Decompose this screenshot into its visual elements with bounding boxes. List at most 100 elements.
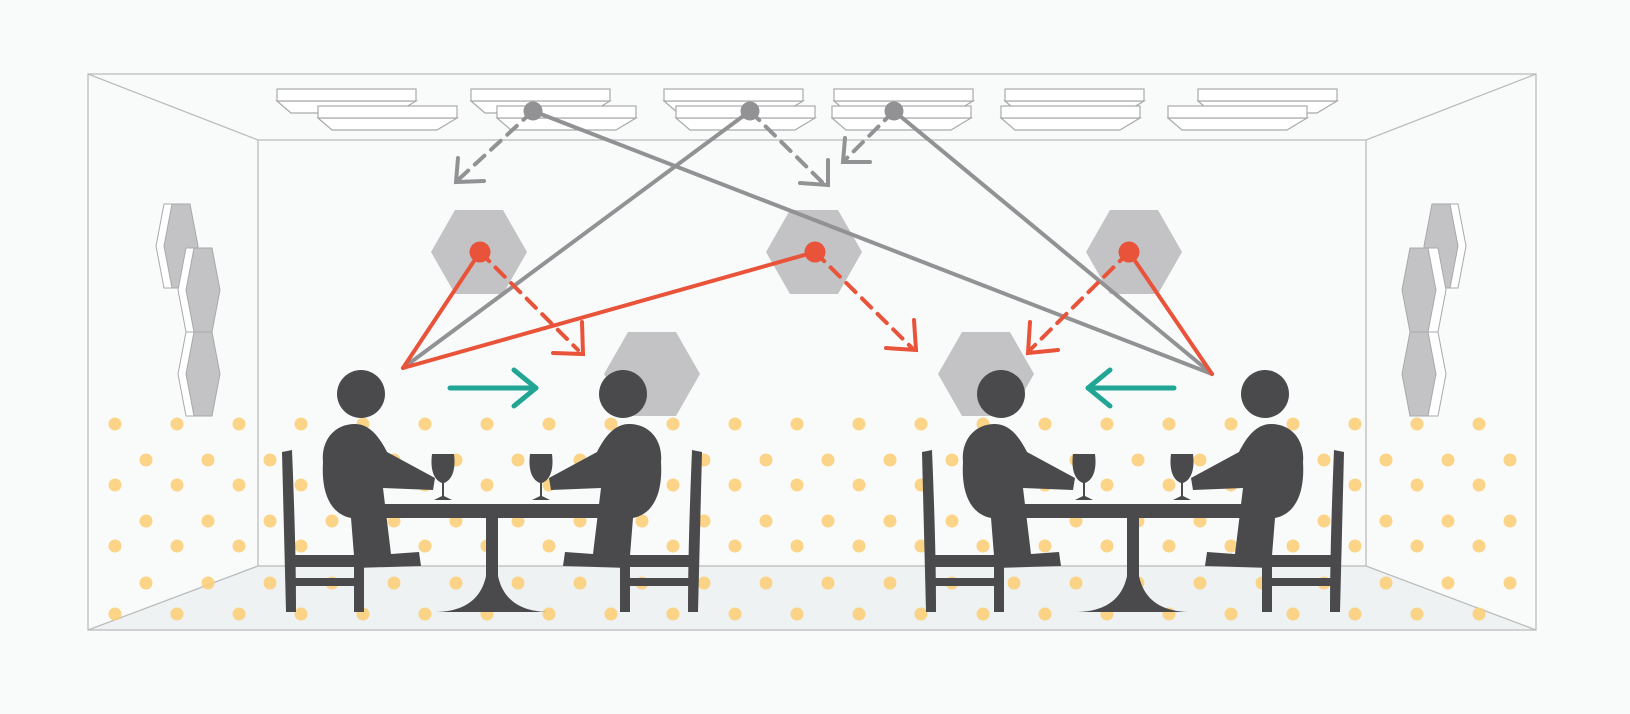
ceiling-baffles — [276, 88, 1338, 131]
sound-dot-icon — [914, 539, 928, 553]
ceiling-edge-left — [87, 73, 259, 141]
sound-dot-icon — [1317, 514, 1331, 528]
sound-dot-icon — [1379, 514, 1393, 528]
hexagon-wall-panel-icon — [185, 331, 221, 417]
room-outer-frame — [87, 73, 1537, 631]
sound-dot-icon — [1472, 478, 1486, 492]
sound-dot-icon — [1410, 539, 1424, 553]
seated-person-icon — [1191, 370, 1304, 568]
sound-dot-icon — [914, 417, 928, 431]
sound-dot-icon — [139, 576, 153, 590]
sound-dot-icon — [232, 607, 246, 621]
sound-dot-icon — [852, 539, 866, 553]
sound-dot-icon — [1162, 478, 1176, 492]
right-wall-panels — [1401, 203, 1467, 417]
hexagon-wall-panel-icon — [185, 247, 221, 333]
arrow-head — [840, 136, 872, 164]
reflection-point — [740, 101, 760, 121]
sound-dot-icon — [170, 478, 184, 492]
seated-person-icon — [549, 370, 662, 568]
sound-dot-icon — [1410, 607, 1424, 621]
panel-reflections — [401, 250, 1214, 376]
arrow-head — [884, 318, 919, 353]
seated-person-icon — [322, 370, 435, 568]
sound-dot-icon — [232, 478, 246, 492]
sound-dot-icon — [1503, 453, 1517, 467]
sound-dot-icon — [1472, 539, 1486, 553]
sound-dot-icon — [883, 514, 897, 528]
sound-dot-icon — [883, 453, 897, 467]
arrow-head — [551, 320, 586, 357]
ceiling-scatter — [453, 109, 896, 188]
sound-dot-icon — [449, 576, 463, 590]
arrow-head — [1085, 367, 1113, 409]
sound-dot-icon — [1410, 417, 1424, 431]
reflection-path — [401, 250, 817, 370]
sound-dot-icon — [1286, 417, 1300, 431]
sound-dot-icon — [666, 417, 680, 431]
sound-dot-icon — [666, 539, 680, 553]
ceiling-baffle-icon — [1167, 105, 1308, 131]
sound-dot-icon — [542, 417, 556, 431]
sound-dot-icon — [294, 539, 308, 553]
sound-dot-icon — [139, 514, 153, 528]
reflection-point — [804, 241, 826, 263]
reflection-point — [884, 101, 904, 121]
sound-dot-icon — [790, 539, 804, 553]
ceiling-edge-right — [1365, 73, 1537, 141]
sound-dot-icon — [945, 453, 959, 467]
sound-dot-icon — [728, 539, 742, 553]
sound-dot-icon — [480, 417, 494, 431]
scatter-arrow — [456, 109, 535, 182]
sound-dot-icon — [821, 453, 835, 467]
sound-dot-icon — [1441, 453, 1455, 467]
sound-dot-icon — [1224, 539, 1238, 553]
sound-dot-icon — [1379, 576, 1393, 590]
sound-dot-icon — [604, 607, 618, 621]
sound-dot-icon — [790, 607, 804, 621]
sound-dot-icon — [1410, 478, 1424, 492]
sound-dot-icon — [821, 576, 835, 590]
scatter-arrow — [813, 250, 914, 350]
reflection-point — [523, 101, 543, 121]
sound-dot-icon — [108, 478, 122, 492]
sound-dot-icon — [1286, 539, 1300, 553]
sound-dot-icon — [635, 514, 649, 528]
scatter-arrow — [478, 250, 580, 352]
arrow-head — [453, 156, 486, 185]
arrow-head — [511, 367, 539, 409]
sound-dot-icon — [1348, 417, 1362, 431]
sound-dot-icon — [852, 478, 866, 492]
reflection-path — [892, 109, 1214, 376]
sound-dot-icon — [1007, 576, 1021, 590]
sound-dot-icon — [1038, 539, 1052, 553]
sound-dot-icon — [294, 607, 308, 621]
sound-dot-icon — [1286, 607, 1300, 621]
arrow-head — [798, 158, 830, 188]
sound-dot-icon — [1131, 453, 1145, 467]
sound-dot-icon — [1100, 417, 1114, 431]
seated-person-icon — [962, 370, 1075, 568]
sound-dot-icon — [1162, 539, 1176, 553]
sound-dot-icon — [728, 417, 742, 431]
sound-dot-icon — [1100, 539, 1114, 553]
sound-dot-icon — [666, 607, 680, 621]
sound-dot-icon — [945, 514, 959, 528]
sound-dot-icon — [1348, 539, 1362, 553]
hexagon-wall-panel-icon — [1401, 247, 1437, 333]
sound-dot-icon — [852, 417, 866, 431]
sound-dot-icon — [542, 539, 556, 553]
scatter-arrow — [748, 109, 825, 185]
sound-dot-icon — [1441, 514, 1455, 528]
sound-dot-icon — [232, 417, 246, 431]
sound-dot-icon — [1193, 453, 1207, 467]
sound-dot-icon — [821, 514, 835, 528]
sound-dot-icon — [914, 607, 928, 621]
sound-dot-icon — [666, 478, 680, 492]
sound-dot-icon — [1472, 417, 1486, 431]
sound-dot-icon — [294, 417, 308, 431]
panel-scatter — [478, 250, 1131, 357]
sound-dot-icon — [1503, 514, 1517, 528]
sound-dot-icon — [170, 607, 184, 621]
sound-dot-icon — [728, 607, 742, 621]
